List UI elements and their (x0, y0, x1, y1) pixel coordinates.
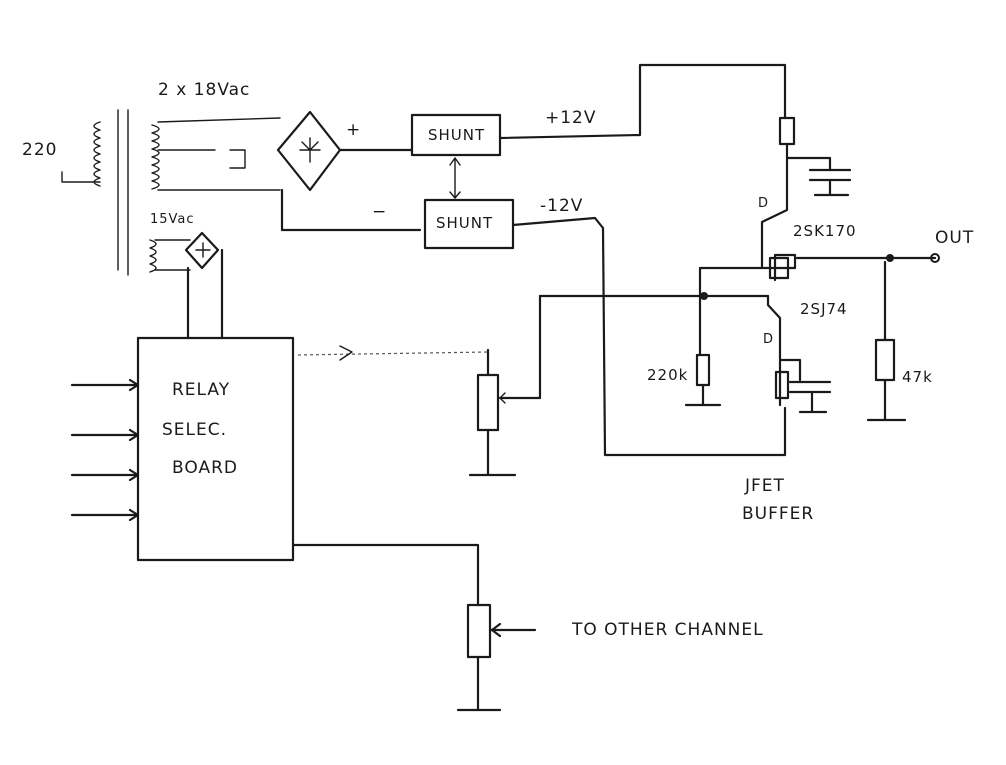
secondary-winding (151, 124, 160, 190)
label-secondary-voltage: 2 x 18Vac (158, 80, 251, 100)
label-neg-rail: -12V (540, 196, 584, 216)
label-shunt-bottom: SHUNT (436, 214, 494, 232)
primary-winding (93, 121, 101, 187)
label-buffer-line2: BUFFER (742, 504, 815, 524)
label-buffer-line1: JFET (745, 476, 785, 496)
relay-input-4 (70, 508, 140, 522)
bridge-negative-out (280, 188, 422, 232)
relay-board-box (136, 336, 295, 562)
volume-pot (468, 294, 542, 477)
label-relay-line3: BOARD (172, 458, 238, 478)
aux-winding (149, 239, 157, 273)
relay-input-3 (70, 468, 140, 482)
label-d-bottom: D (763, 332, 775, 347)
relay-to-other-pot (291, 543, 480, 607)
main-bridge-rectifier (276, 110, 342, 192)
label-r-gate: 220k (647, 366, 689, 384)
shunt-top-box (410, 113, 502, 157)
jfet-buffer (538, 250, 940, 422)
label-d-top: D (758, 196, 770, 211)
other-channel-pot (456, 603, 537, 712)
label-r-out: 47k (902, 368, 933, 386)
pos-rail-wire (498, 63, 787, 140)
label-jfet-top: 2SK170 (793, 222, 857, 240)
aux-to-bridge (154, 239, 191, 271)
label-relay-line2: SELEC. (162, 420, 228, 440)
label-jfet-bottom: 2SJ74 (800, 300, 848, 318)
label-out: OUT (935, 228, 975, 248)
relay-input-2 (70, 428, 140, 442)
relay-input-1 (70, 378, 140, 392)
label-to-other-channel: TO OTHER CHANNEL (572, 620, 764, 640)
relay-arrowhead (339, 345, 353, 361)
relay-to-pot-control (297, 351, 489, 356)
label-shunt-top: SHUNT (428, 126, 486, 144)
label-pos-rail: +12V (545, 108, 597, 128)
mains-transformer (61, 109, 281, 276)
sec-to-bridge (157, 117, 281, 191)
label-minus: − (372, 202, 388, 222)
decoupling-cap-top (785, 156, 852, 197)
neg-rail-wire (511, 216, 787, 457)
center-tap (157, 149, 246, 169)
label-mains: 220 (22, 140, 58, 160)
aux-supply-wires (186, 248, 224, 340)
label-relay-line1: RELAY (172, 380, 231, 400)
mains-lead (61, 171, 101, 183)
pos-rail-to-jfet (760, 142, 789, 254)
label-plus: + (346, 120, 362, 140)
shunt-link (449, 157, 461, 199)
drain-resistor-top (778, 116, 796, 146)
label-aux-secondary: 15Vac (150, 212, 195, 227)
aux-bridge (184, 231, 220, 270)
